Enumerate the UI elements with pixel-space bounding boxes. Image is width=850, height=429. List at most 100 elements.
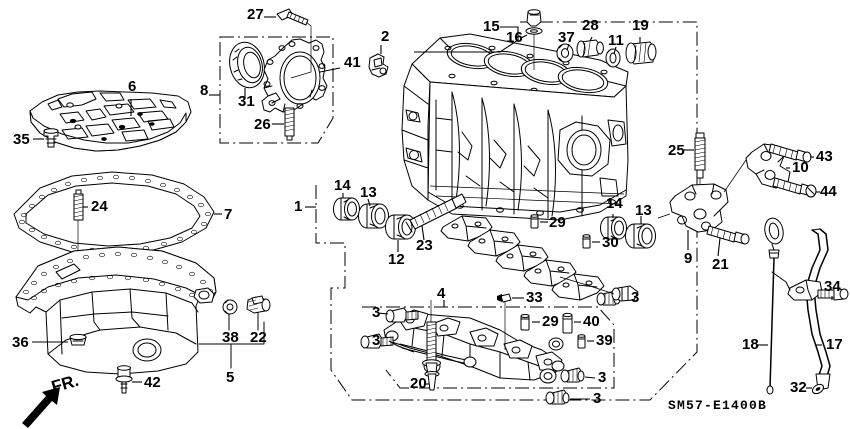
leader-3a <box>377 312 389 315</box>
part-23-stud <box>405 193 467 233</box>
leader-37 <box>566 43 570 51</box>
leader-27-ext <box>290 21 312 79</box>
part-38-washer <box>222 299 238 315</box>
callout-13-left: 13 <box>360 184 377 201</box>
callout-13-right: 13 <box>635 202 652 219</box>
group-1-boundary <box>315 21 698 401</box>
callout-25: 25 <box>668 142 685 159</box>
leader-41 <box>319 67 341 73</box>
callout-37: 37 <box>558 29 575 46</box>
part-1-cylinder-block <box>401 33 629 221</box>
part-37-washer <box>556 43 574 63</box>
callout-29-lower: 29 <box>542 313 559 330</box>
callout-10: 10 <box>792 159 809 176</box>
part-2-sensor <box>368 53 389 78</box>
part-35-bolt <box>43 128 59 148</box>
part-33-plug <box>497 293 512 303</box>
callout-6: 6 <box>128 78 137 95</box>
fr-direction-arrow <box>22 387 60 428</box>
diagram-code-label: SM57-E1400B <box>668 398 768 413</box>
callout-14-left: 14 <box>334 177 351 194</box>
leader-3d <box>584 376 596 379</box>
part-34-bolt <box>817 287 849 301</box>
callout-18: 18 <box>742 336 759 353</box>
part-25-stud <box>694 132 706 179</box>
part-28-plug <box>576 39 604 58</box>
callout-5: 5 <box>226 369 235 386</box>
part-3-bolt-b <box>360 333 394 349</box>
callout-1: 1 <box>294 198 303 215</box>
part-40-dowel <box>562 312 573 334</box>
leader-3b <box>388 340 415 353</box>
callout-32: 32 <box>790 379 807 396</box>
callout-33: 33 <box>526 289 543 306</box>
callout-40: 40 <box>583 313 600 330</box>
part-24-dowel-pin <box>73 189 84 221</box>
callout-3-a: 3 <box>372 304 381 321</box>
leader-15 <box>414 26 519 53</box>
part-32-oring <box>811 383 825 395</box>
leader-11 <box>613 46 617 55</box>
part-16-oring <box>525 27 543 35</box>
callout-21: 21 <box>712 256 729 273</box>
leader-21 <box>717 237 721 257</box>
callout-4: 4 <box>437 285 446 302</box>
part-13-bearing-left <box>358 203 389 229</box>
callout-34: 34 <box>824 278 841 295</box>
part-12-bearing <box>385 214 416 240</box>
group-4-boundary <box>362 306 615 389</box>
part-31-oil-seal <box>229 41 265 89</box>
callout-2: 2 <box>381 28 390 45</box>
part-17-dipstick-tube <box>771 228 831 391</box>
part-43-bolt <box>768 143 812 163</box>
part-7-oil-pan-gasket <box>13 171 215 256</box>
part-39-dowel <box>577 334 586 349</box>
part-29-dowel-upper <box>530 214 539 229</box>
callout-3-d: 3 <box>598 369 607 386</box>
callout-26: 26 <box>254 116 271 133</box>
callout-35: 35 <box>13 131 30 148</box>
leader-13L <box>367 198 371 207</box>
callout-28: 28 <box>582 17 599 34</box>
part-19-fitting <box>625 41 657 65</box>
part-15-plug <box>526 9 542 27</box>
callout-3-c: 3 <box>631 289 640 306</box>
part-26-stud <box>284 107 295 141</box>
callout-8: 8 <box>200 82 209 99</box>
callout-29-upper: 29 <box>549 214 566 231</box>
callout-9: 9 <box>684 250 693 267</box>
callout-22: 22 <box>250 329 267 346</box>
callout-17: 17 <box>826 336 843 353</box>
part-21-bolt <box>706 225 750 245</box>
part-3-bolt-a <box>385 307 419 323</box>
callout-36: 36 <box>12 334 29 351</box>
leader-16 <box>520 34 528 39</box>
callout-24: 24 <box>91 198 108 215</box>
callout-3-b: 3 <box>372 332 381 349</box>
part-27-bolt <box>276 8 309 26</box>
part-22-drain-plug <box>246 295 271 314</box>
callout-14-right: 14 <box>606 195 623 212</box>
part-11-oring <box>605 48 621 68</box>
part-42-bolt <box>115 365 133 394</box>
callout-12: 12 <box>388 251 405 268</box>
group-8-boundary <box>219 36 334 144</box>
part-36-bolt <box>69 333 87 346</box>
callout-43: 43 <box>816 148 833 165</box>
part-14-bearing-right <box>600 216 627 240</box>
callout-42: 42 <box>144 374 161 391</box>
callout-3-e: 3 <box>593 390 602 407</box>
part-3-bolt-f <box>611 285 639 302</box>
part-20-long-bolt <box>422 321 441 391</box>
part-main-bearing-caps <box>440 215 605 301</box>
callout-38: 38 <box>222 329 239 346</box>
callout-23: 23 <box>416 237 433 254</box>
part-3-bolt-e <box>545 389 570 405</box>
callout-15: 15 <box>483 18 500 35</box>
callout-30: 30 <box>602 234 619 251</box>
callout-44: 44 <box>820 183 837 200</box>
leader-23 <box>421 225 425 241</box>
part-6-cover-plate <box>29 90 192 152</box>
